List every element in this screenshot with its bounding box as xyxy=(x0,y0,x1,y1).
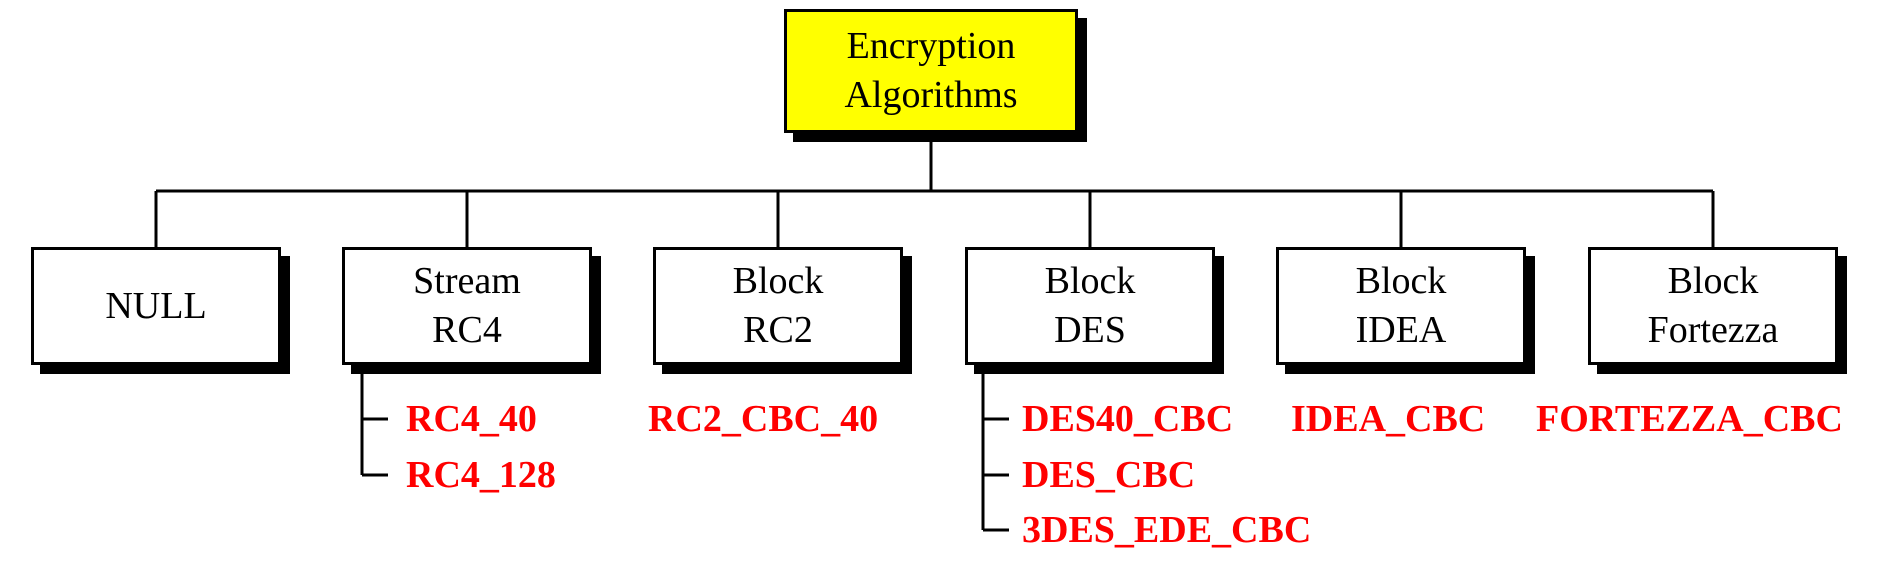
category-label-line2: RC2 xyxy=(743,309,813,351)
category-label-line1: Block xyxy=(1667,260,1759,302)
category-label-line1: Block xyxy=(1355,260,1447,302)
category-label: NULL xyxy=(105,284,207,327)
cipher-idea-cbc: IDEA_CBC xyxy=(1291,398,1486,440)
cipher-rc4-40: RC4_40 xyxy=(406,398,537,440)
root-title-line2: Algorithms xyxy=(844,74,1018,116)
cipher-rc4-128: RC4_128 xyxy=(406,454,556,496)
category-label-line1: Block xyxy=(732,260,824,302)
category-label-line1: Block xyxy=(1044,260,1136,302)
category-null: NULL xyxy=(31,247,281,365)
category-block-fortezza: Block Fortezza xyxy=(1588,247,1838,365)
category-label-line1: Stream xyxy=(413,260,521,302)
category-stream-rc4: Stream RC4 xyxy=(342,247,592,365)
category-block-des: Block DES xyxy=(965,247,1215,365)
cipher-des-cbc: DES_CBC xyxy=(1022,454,1196,496)
category-label-line2: IDEA xyxy=(1355,309,1447,351)
category-block-rc2: Block RC2 xyxy=(653,247,903,365)
category-label-line2: DES xyxy=(1054,309,1126,351)
category-block-idea: Block IDEA xyxy=(1276,247,1526,365)
cipher-fortezza-cbc: FORTEZZA_CBC xyxy=(1536,398,1843,440)
category-label-line2: Fortezza xyxy=(1647,309,1779,351)
cipher-des40-cbc: DES40_CBC xyxy=(1022,398,1234,440)
cipher-rc2-cbc-40: RC2_CBC_40 xyxy=(648,398,879,440)
root-title-line1: Encryption xyxy=(846,25,1016,67)
root-box: Encryption Algorithms xyxy=(784,9,1078,133)
cipher-3des-ede-cbc: 3DES_EDE_CBC xyxy=(1022,509,1312,551)
category-label-line2: RC4 xyxy=(432,309,502,351)
